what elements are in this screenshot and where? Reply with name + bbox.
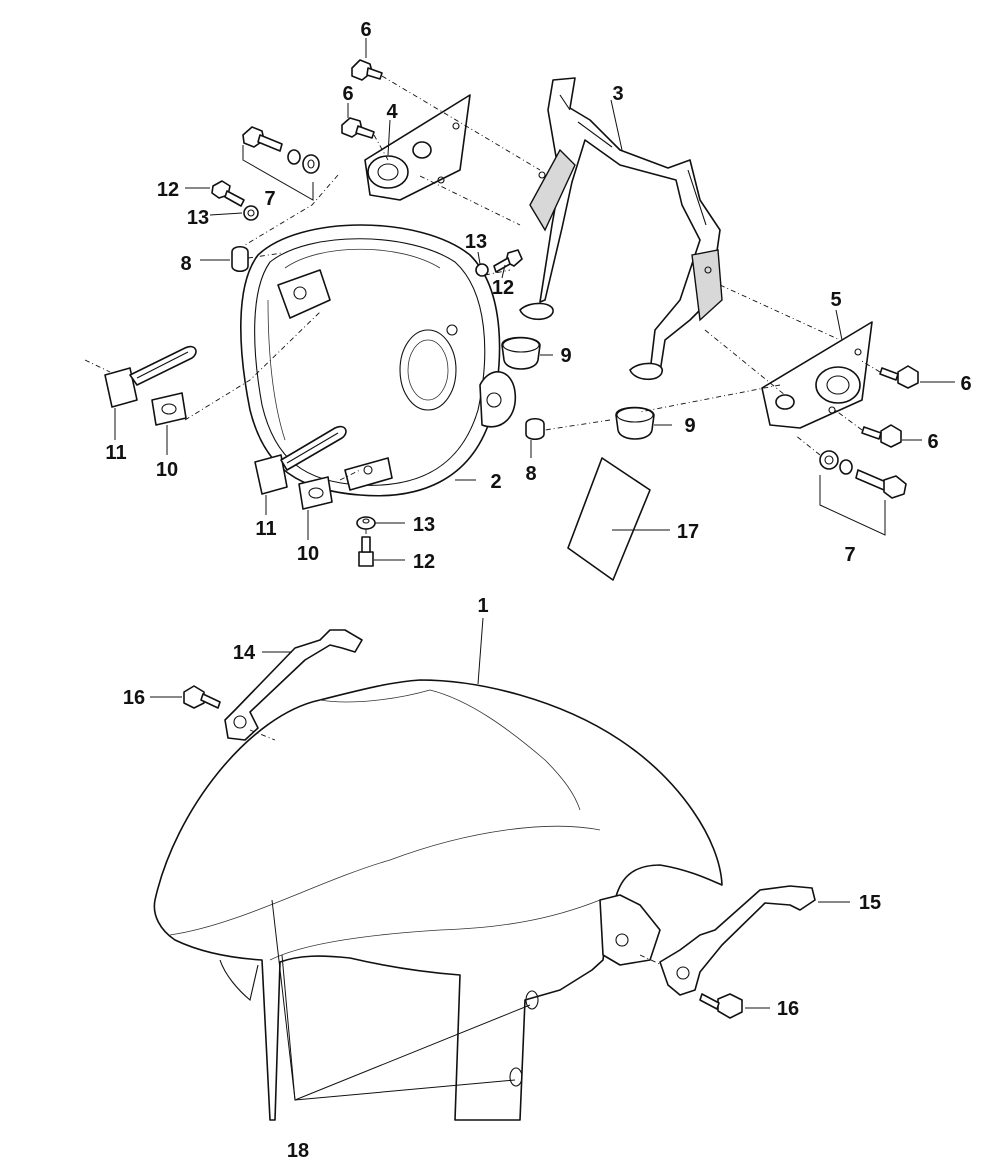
nut-13-center [475, 263, 489, 277]
washer-10-lower [298, 476, 333, 510]
bracket-left [364, 94, 471, 201]
screw-12-upper-left [211, 180, 245, 207]
callout-8: 8 [525, 463, 536, 485]
callout-18: 18 [287, 1140, 309, 1162]
callout-16: 16 [777, 998, 799, 1020]
bracket-right [761, 321, 873, 429]
callout-13: 13 [187, 207, 209, 229]
clip-11-left [104, 345, 197, 408]
callout-12: 12 [492, 277, 514, 299]
bolt-16-right [699, 993, 743, 1019]
collar-8-left [231, 245, 249, 273]
callout-1: 1 [477, 595, 488, 617]
callout-12: 12 [413, 551, 435, 573]
callout-14: 14 [233, 642, 256, 664]
callout-5: 5 [830, 289, 841, 311]
callout-6: 6 [360, 19, 371, 41]
callout-4: 4 [386, 101, 398, 123]
callout-11: 11 [255, 518, 276, 540]
callout-9: 9 [684, 415, 695, 437]
callout-9: 9 [560, 345, 571, 367]
callout-7: 7 [844, 544, 855, 566]
callout-3: 3 [612, 83, 623, 105]
callout-10: 10 [297, 543, 319, 565]
callout-16: 16 [123, 687, 145, 709]
callout-8: 8 [180, 253, 191, 275]
bolt-7-right [819, 450, 907, 499]
assembly-lines [84, 75, 881, 966]
callout-2: 2 [490, 471, 501, 493]
callout-12: 12 [157, 179, 179, 201]
clip-11-lower [254, 425, 347, 495]
headlight-stay [519, 77, 723, 381]
headlight-case [240, 224, 517, 497]
label-sticker [567, 457, 651, 581]
callout-numbers: 6 6 4 3 7 12 13 8 13 12 5 9 6 9 6 11 10 … [105, 19, 971, 1162]
collar-8-right [525, 417, 545, 441]
nut-13-lower [356, 516, 376, 530]
callout-6: 6 [960, 373, 971, 395]
bolt-16-left [183, 685, 221, 709]
grommet-9-upper [501, 336, 541, 370]
bolt-6-top [351, 59, 383, 81]
fender-stay-right [659, 885, 816, 996]
callout-11: 11 [105, 442, 126, 464]
callout-7: 7 [264, 188, 275, 210]
front-fender [153, 679, 723, 1121]
callout-6: 6 [342, 83, 353, 105]
callout-13: 13 [413, 514, 435, 536]
callout-6: 6 [927, 431, 938, 453]
nut-13-upper-left [243, 205, 259, 221]
bolt-6-upper [341, 117, 375, 139]
bolt-6-right-upper [879, 365, 919, 389]
callout-13: 13 [465, 231, 487, 253]
bolt-6-right-lower [861, 424, 902, 448]
screw-12-lower [358, 536, 374, 567]
fender-stay-left [224, 629, 363, 741]
leader-lines [114, 38, 955, 1101]
washer-10-left [151, 392, 187, 426]
grommet-9-lower [615, 406, 655, 440]
bolt-7-left [242, 126, 320, 174]
callout-15: 15 [859, 892, 881, 914]
callout-10: 10 [156, 459, 178, 481]
callout-17: 17 [677, 521, 699, 543]
screw-12-center [493, 249, 523, 273]
